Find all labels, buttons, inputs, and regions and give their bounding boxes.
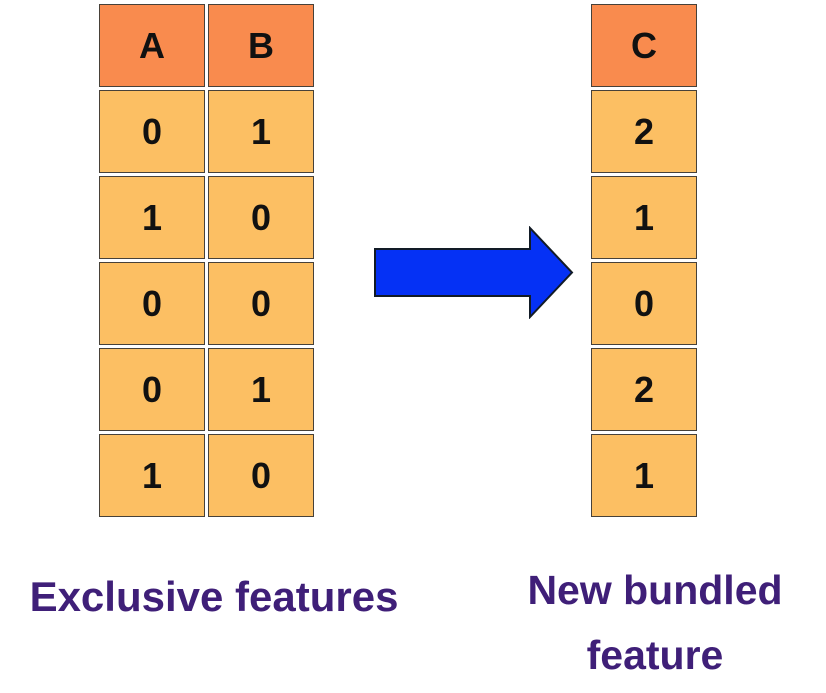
table-cell: 0: [208, 176, 314, 259]
table-cell: 0: [99, 90, 205, 173]
table-header-cell: A: [99, 4, 205, 87]
table-cell: 1: [99, 434, 205, 517]
table-header-cell: C: [591, 4, 697, 87]
bundled-feature-caption-line2: feature: [586, 632, 724, 678]
right-arrow-shape: [374, 226, 574, 319]
exclusive-features-caption: Exclusive features: [29, 573, 399, 620]
table-cell: 0: [99, 262, 205, 345]
table-cell: 0: [208, 262, 314, 345]
bundled-feature-caption: New bundled feature: [490, 558, 820, 688]
table-cell: 0: [591, 262, 697, 345]
bundled-feature-caption-line1: New bundled: [527, 567, 783, 613]
table-cell: 0: [208, 434, 314, 517]
right-arrow-icon: [373, 226, 575, 319]
table-cell: 1: [208, 90, 314, 173]
table-cell: 1: [99, 176, 205, 259]
table-cell: 2: [591, 348, 697, 431]
table-cell: 0: [99, 348, 205, 431]
table-header-cell: B: [208, 4, 314, 87]
table-cell: 1: [208, 348, 314, 431]
table-cell: 2: [591, 90, 697, 173]
table-cell: 1: [591, 176, 697, 259]
table-cell: 1: [591, 434, 697, 517]
